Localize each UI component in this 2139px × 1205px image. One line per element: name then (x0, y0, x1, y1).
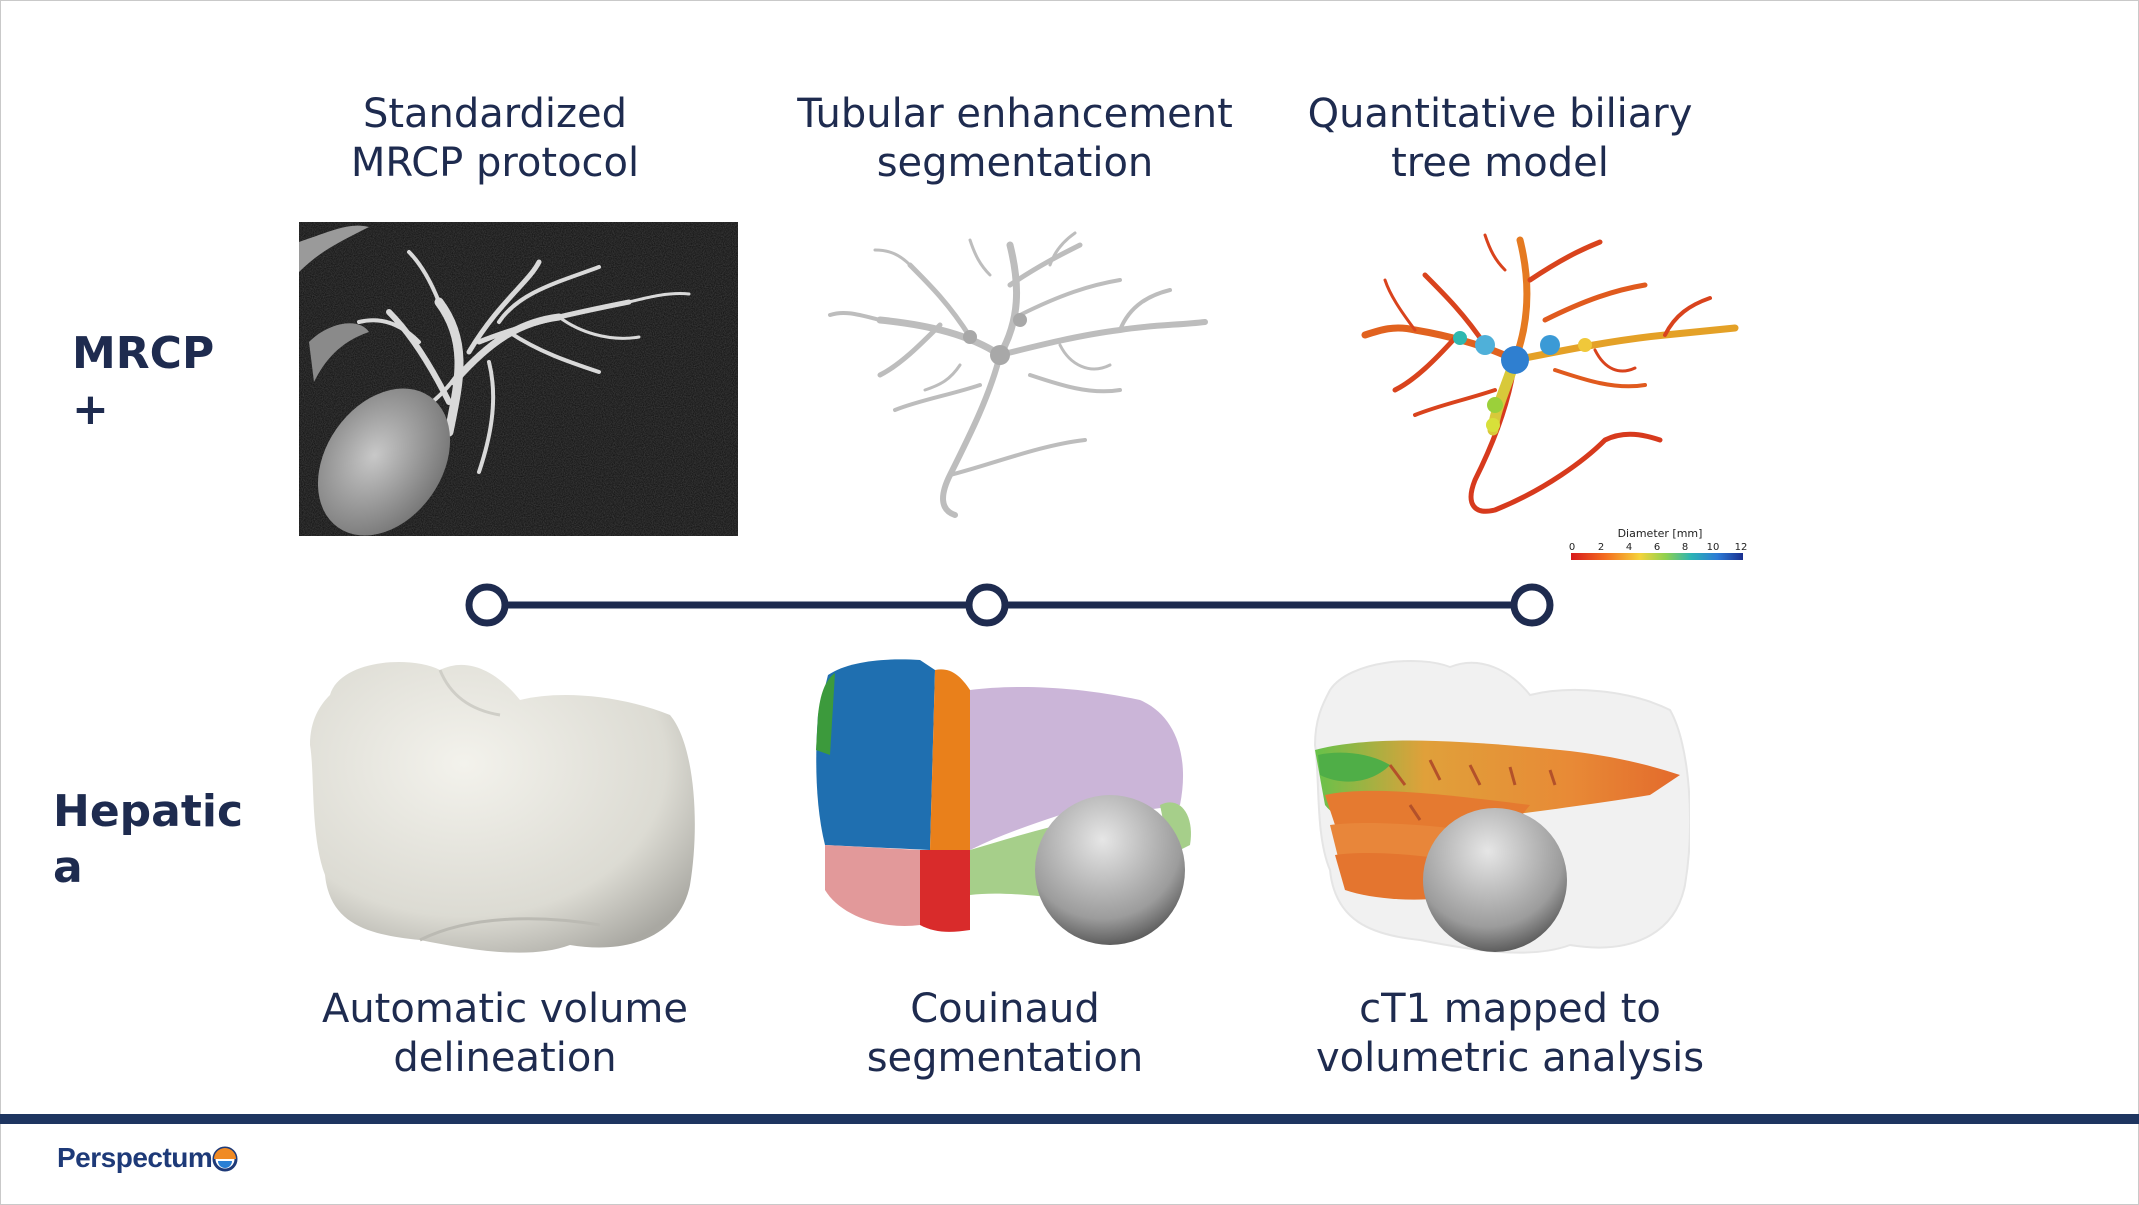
mrcp-image (299, 222, 738, 536)
gallbladder-sphere (1423, 808, 1567, 952)
legend-tick: 4 (1626, 542, 1632, 553)
legend-tick: 10 (1707, 542, 1720, 553)
title-biliary-tree-model: Quantitative biliary tree model (1307, 91, 1693, 186)
perspectum-logo-text: Perspectum (57, 1142, 213, 1173)
tubular-segmentation-model (828, 231, 1208, 518)
title-ct1-volumetric-analysis: cT1 mapped to volumetric analysis (1315, 986, 1705, 1081)
ct1-volumetric-model (1313, 659, 1690, 954)
timeline-connector (465, 583, 1554, 627)
liver-volume-model (310, 662, 695, 953)
legend-tick: 12 (1735, 542, 1748, 553)
footer-bar (0, 1114, 2139, 1124)
timeline-node-3 (1510, 583, 1554, 627)
title-mrcp-protocol: Standardized MRCP protocol (350, 91, 640, 186)
legend-tick: 0 (1569, 542, 1575, 553)
legend-tick: 2 (1598, 542, 1604, 553)
legend-tick: 8 (1682, 542, 1688, 553)
title-volume-delineation: Automatic volume delineation (321, 986, 689, 1081)
row-label-mrcp: MRCP + (72, 328, 215, 435)
biliary-tree-model (1361, 233, 1739, 514)
timeline-node-1 (465, 583, 509, 627)
title-couinaud-segmentation: Couinaud segmentation (866, 986, 1144, 1081)
gallbladder-sphere (1035, 795, 1185, 945)
couinaud-segmentation-model (816, 659, 1191, 945)
legend-colorbar (1571, 553, 1743, 560)
row-label-hepatica: Hepatic a (53, 786, 244, 893)
legend-tick: 6 (1654, 542, 1660, 553)
title-tubular-segmentation: Tubular enhancement segmentation (797, 91, 1233, 186)
diameter-legend: Diameter [mm] 0 2 4 6 8 10 12 (1569, 527, 1748, 560)
perspectum-logo-icon (212, 1146, 238, 1172)
timeline-node-2 (965, 583, 1009, 627)
legend-title: Diameter [mm] (1618, 527, 1703, 540)
